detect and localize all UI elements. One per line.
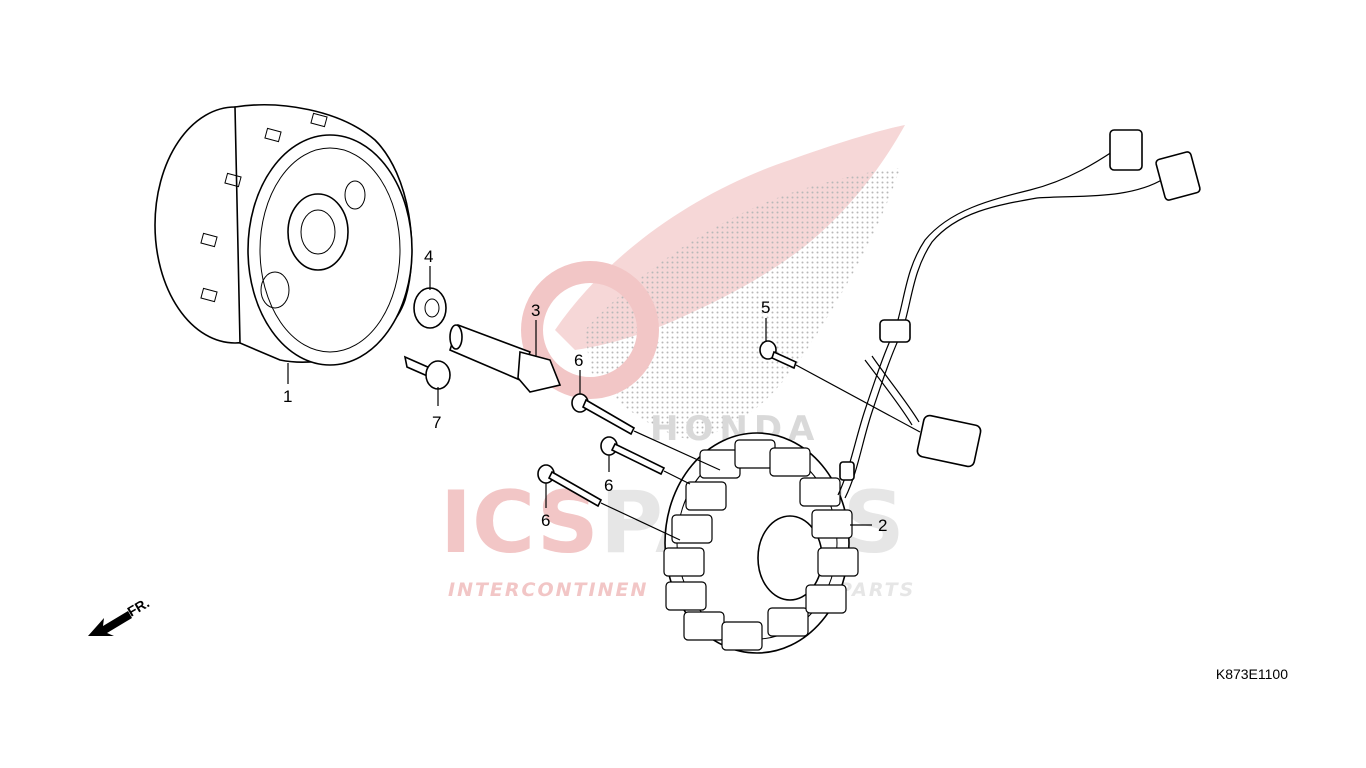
honda-wing-dots <box>585 168 900 440</box>
callout-4: 4 <box>424 247 433 266</box>
stator-part <box>663 432 859 654</box>
callout-3: 3 <box>531 301 540 320</box>
callouts: 1 2 3 4 5 6 6 6 7 <box>283 247 887 535</box>
bolt-6c-part <box>537 464 603 508</box>
intercontinental-text-watermark: INTERCONTINEN <box>448 579 648 601</box>
parts-small-text-watermark: PARTS <box>838 579 915 601</box>
flywheel-part <box>154 104 413 366</box>
front-direction-indicator: FR. <box>88 594 152 636</box>
bolt-3-part <box>449 323 562 393</box>
part-diagram-code: K873E1100 <box>1215 666 1288 682</box>
gear-watermark <box>521 261 659 399</box>
bolt-6b-part <box>600 436 666 476</box>
callout-5: 5 <box>761 298 770 317</box>
bolt-6a-part <box>571 393 636 436</box>
wire-harness <box>837 129 1201 499</box>
front-arrow-icon <box>88 611 132 636</box>
callout-6b: 6 <box>604 476 613 495</box>
callout-6c: 6 <box>541 511 550 530</box>
callout-6a: 6 <box>574 351 583 370</box>
callout-1: 1 <box>283 387 292 406</box>
bolt-7-part <box>403 355 451 390</box>
callout-7: 7 <box>432 413 441 432</box>
leader-lines <box>287 266 921 541</box>
washer-part <box>413 287 447 329</box>
callout-2: 2 <box>878 516 887 535</box>
bolt-5-part <box>759 340 797 370</box>
